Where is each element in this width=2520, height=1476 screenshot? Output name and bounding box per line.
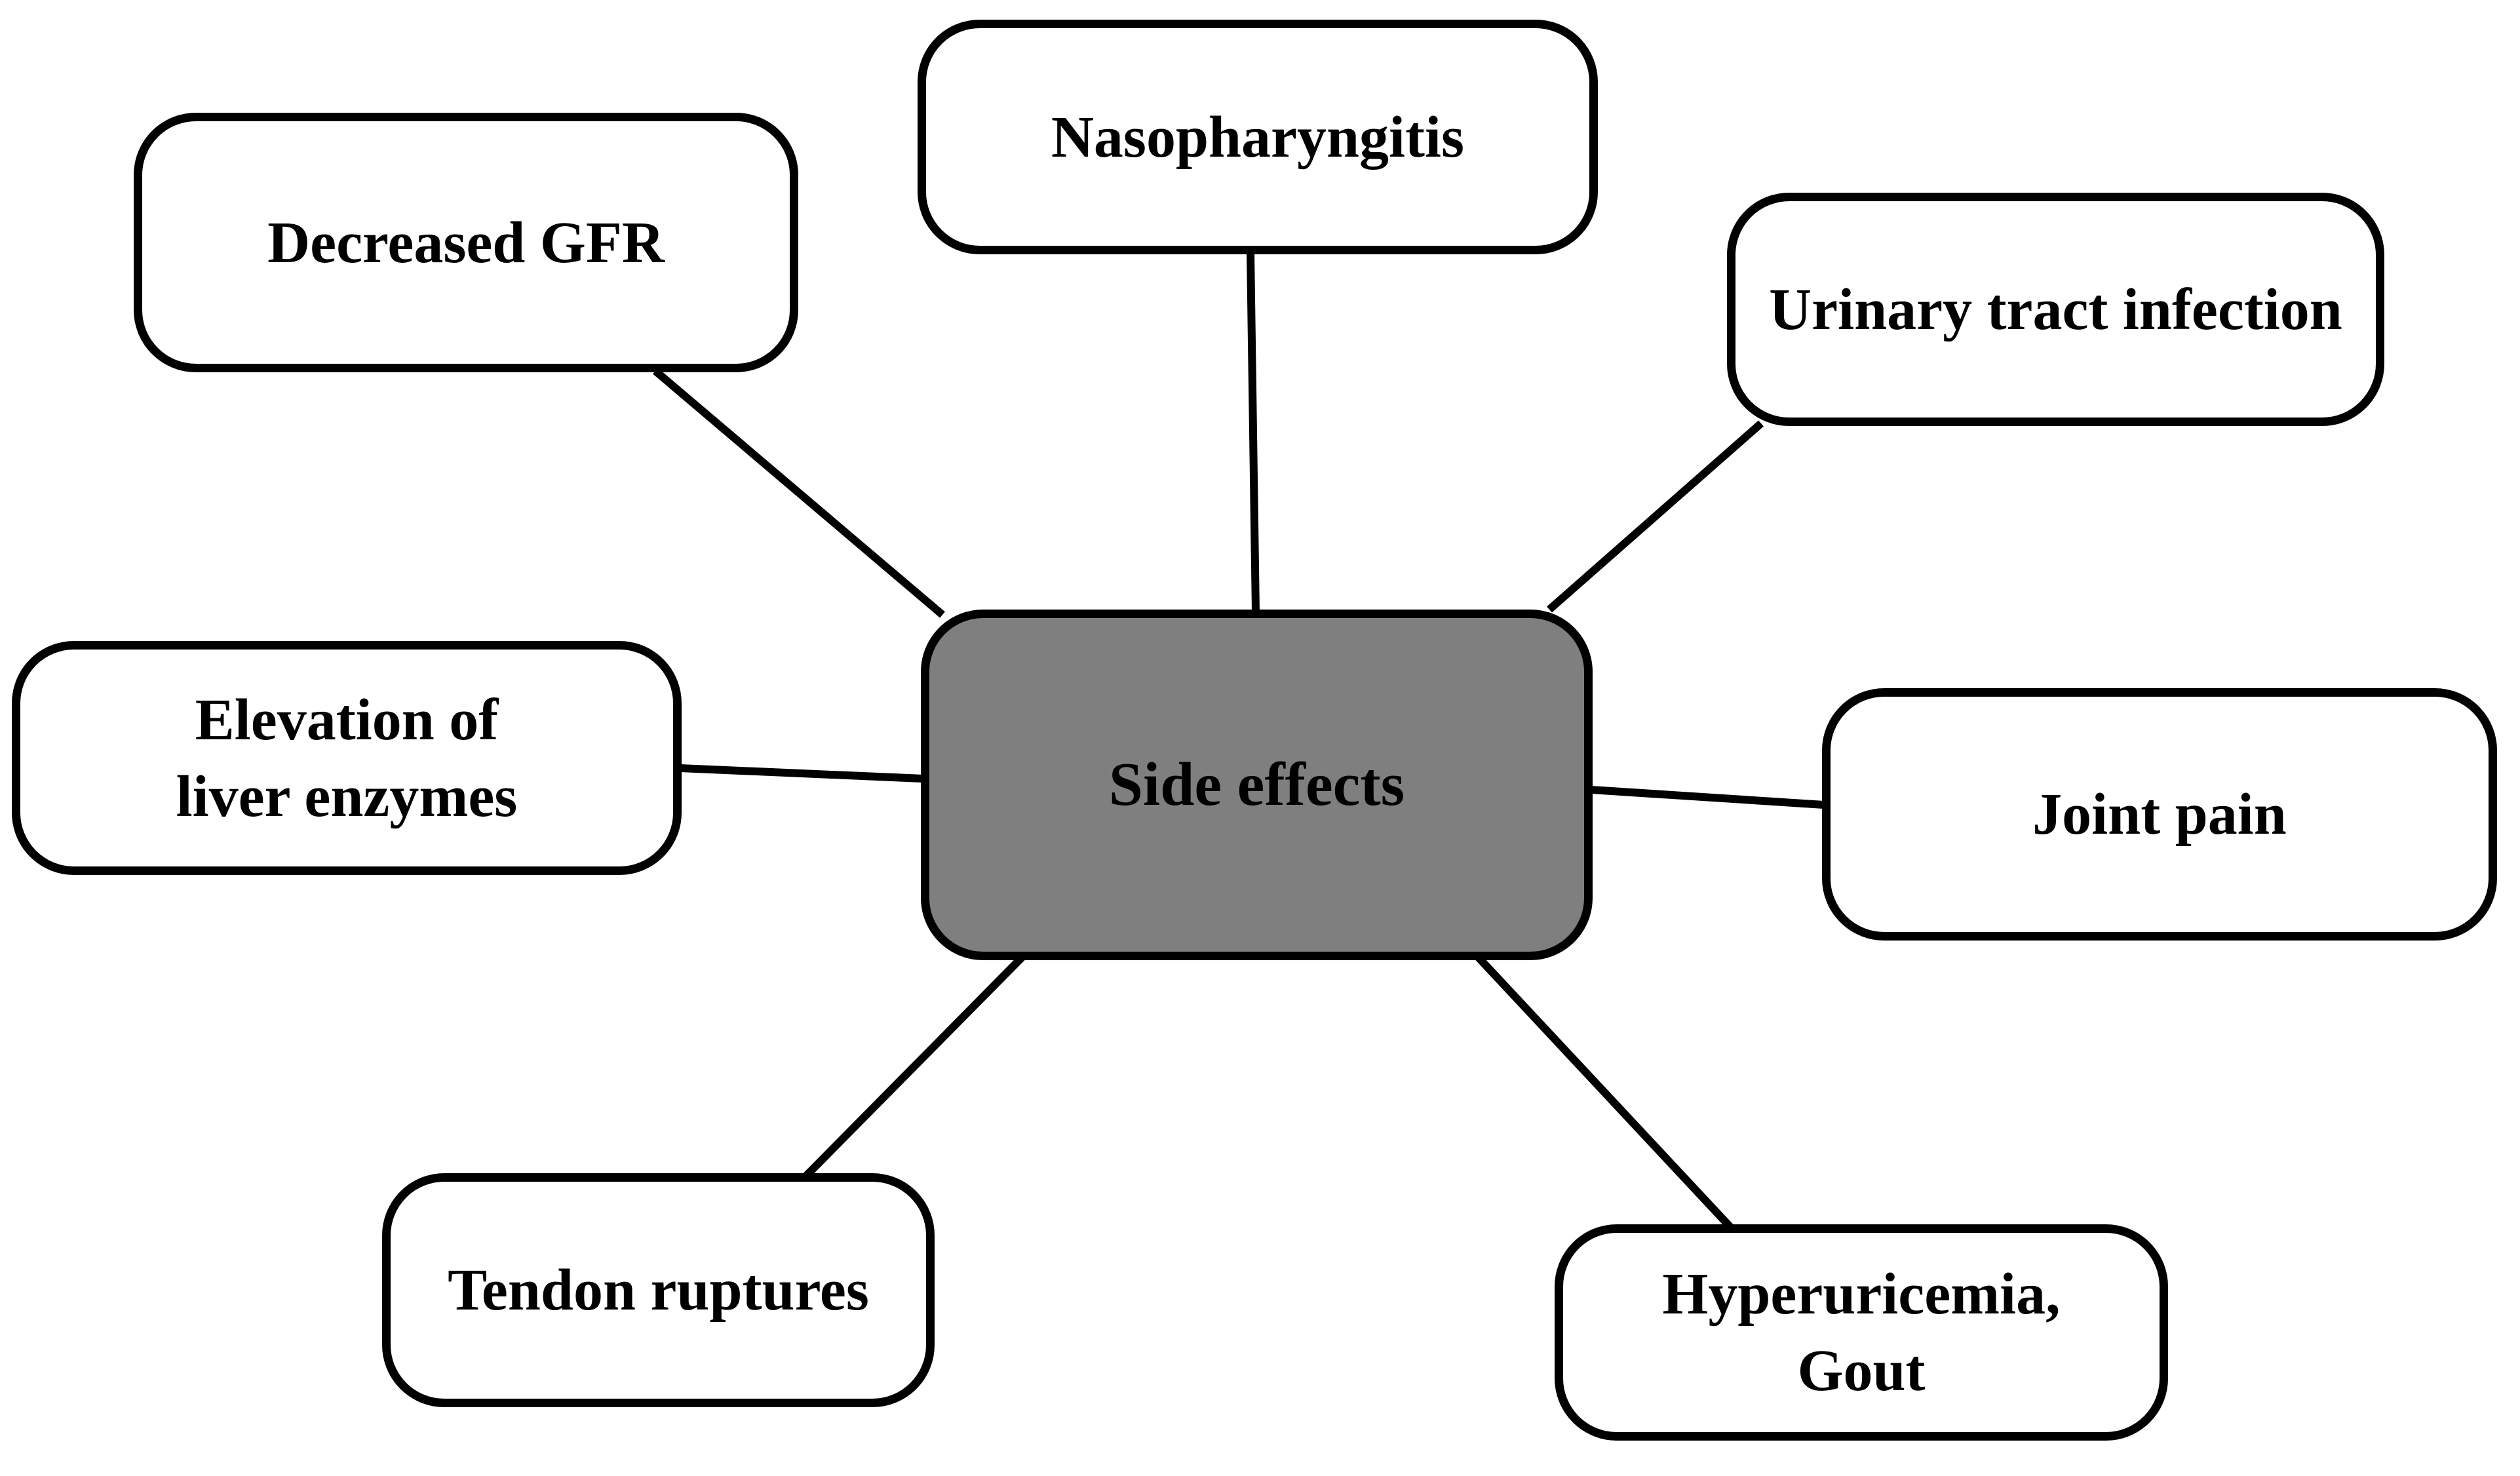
node-decreased-gfr: Decreased GFR [134,113,798,372]
node-hyperuricemia-gout: Hyperuricemia, Gout [1555,1224,2168,1441]
node-side-effects-center: Side effects [921,610,1593,960]
node-tendon-ruptures-label: Tendon ruptures [448,1258,869,1323]
node-elevation-liver-enzymes: Elevation of liver enzymes [12,641,682,875]
node-side-effects-label: Side effects [1108,750,1405,819]
node-hyperuricemia-gout-label: Hyperuricemia, Gout [1662,1262,2061,1403]
node-urinary-tract-infection-label: Urinary tract infection [1769,277,2342,342]
node-tendon-ruptures: Tendon ruptures [382,1173,935,1407]
node-urinary-tract-infection: Urinary tract infection [1727,193,2384,426]
connector-joint-pain [1591,786,1825,809]
connector-tendon-ruptures [803,954,1026,1179]
connector-nasopharyngitis [1247,252,1260,613]
connector-decreased-gfr [653,368,945,618]
node-decreased-gfr-label: Decreased GFR [267,210,665,275]
node-joint-pain: Joint pain [1822,688,2497,941]
node-nasopharyngitis: Nasopharyngitis [918,20,1598,254]
connector-urinary-tract-infection [1547,420,1764,613]
node-nasopharyngitis-label: Nasopharyngitis [1051,104,1465,170]
connector-elevation-liver-enzymes [680,764,923,783]
node-joint-pain-label: Joint pain [2032,782,2287,847]
node-elevation-liver-enzymes-label: Elevation of liver enzymes [176,687,518,829]
connector-hyperuricemia-gout [1475,954,1734,1230]
